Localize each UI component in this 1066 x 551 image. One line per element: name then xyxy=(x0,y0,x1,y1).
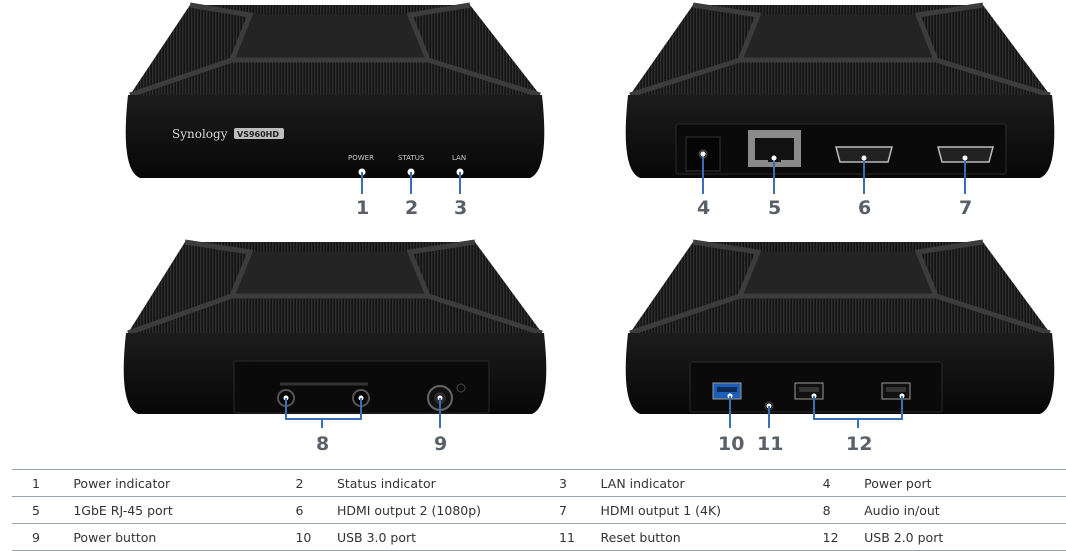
legend-label: LAN indicator xyxy=(600,469,803,497)
callout-number-7: 7 xyxy=(959,197,972,219)
device-front-face xyxy=(125,95,545,178)
callout-number-9: 9 xyxy=(434,433,447,455)
legend-label: USB 2.0 port xyxy=(864,523,1066,551)
legend-number: 4 xyxy=(802,469,865,497)
model-badge xyxy=(234,128,284,139)
callout-number-11: 11 xyxy=(757,433,783,455)
legend-label: Power indicator xyxy=(73,469,276,497)
callout-number-8: 8 xyxy=(316,433,329,455)
legend-number: 9 xyxy=(12,523,74,551)
model-label: VS960HD xyxy=(237,130,279,139)
lan-indicator-label: LAN xyxy=(452,154,466,162)
legend-label: Power button xyxy=(73,523,276,551)
legend-number: 6 xyxy=(275,496,337,524)
legend-number: 10 xyxy=(275,523,337,551)
legend-number: 2 xyxy=(275,469,337,497)
power-indicator-label: POWER xyxy=(348,154,374,162)
hdmi-port-1-icon xyxy=(937,146,994,163)
device-left-side-view: 8 9 xyxy=(123,239,547,455)
usb2-port-2-icon xyxy=(881,382,911,400)
hdmi-port-2-icon xyxy=(835,146,893,163)
callout-number-10: 10 xyxy=(718,433,744,455)
callout-number-1: 1 xyxy=(356,197,369,219)
device-right-side-view: 10 11 12 xyxy=(625,239,1055,455)
callout-dot-6 xyxy=(861,155,867,161)
status-indicator-label: STATUS xyxy=(398,154,425,162)
legend-label: Status indicator xyxy=(336,469,540,497)
callout-number-2: 2 xyxy=(405,197,418,219)
callout-number-6: 6 xyxy=(858,197,871,219)
legend-label: Power port xyxy=(864,469,1066,497)
legend-label: Reset button xyxy=(600,523,803,551)
legend-label: HDMI output 1 (4K) xyxy=(600,496,803,524)
brand-logo: Synology xyxy=(172,127,228,141)
callout-dot-5 xyxy=(771,155,777,161)
callout-dot-4 xyxy=(700,151,706,157)
legend-label: HDMI output 2 (1080p) xyxy=(336,496,540,524)
callout-dot-7 xyxy=(962,155,968,161)
device-top-surface xyxy=(629,239,1051,336)
legend-number: 12 xyxy=(802,523,865,551)
device-top-surface xyxy=(629,2,1051,98)
legend-number: 7 xyxy=(539,496,601,524)
device-top-surface xyxy=(129,2,541,98)
legend-number: 11 xyxy=(539,523,601,551)
callout-number-5: 5 xyxy=(768,197,781,219)
callout-number-3: 3 xyxy=(454,197,467,219)
legend-number: 3 xyxy=(539,469,601,497)
legend-number: 5 xyxy=(12,496,74,524)
usb2-port-1-icon xyxy=(794,382,824,400)
legend-row: 1 Power indicator 2 Status indicator 3 L… xyxy=(12,469,1066,497)
callout-bracket-8 xyxy=(285,398,362,420)
device-back-view: 4 5 6 7 xyxy=(625,2,1055,219)
device-top-surface xyxy=(127,239,543,336)
callout-number-4: 4 xyxy=(697,197,710,219)
legend-row: 9 Power button 10 USB 3.0 port 11 Reset … xyxy=(12,523,1066,551)
legend-row: 5 1GbE RJ-45 port 6 HDMI output 2 (1080p… xyxy=(12,496,1066,524)
usb3-port-icon xyxy=(712,382,742,400)
legend-label: Audio in/out xyxy=(864,496,1066,524)
component-legend-table: 1 Power indicator 2 Status indicator 3 L… xyxy=(12,469,1066,551)
callout-number-12: 12 xyxy=(846,433,872,455)
legend-label: 1GbE RJ-45 port xyxy=(73,496,276,524)
legend-label: USB 3.0 port xyxy=(336,523,540,551)
legend-number: 1 xyxy=(12,469,74,497)
legend-number: 8 xyxy=(802,496,865,524)
device-front-view: Synology VS960HD POWER STATUS LAN 1 2 3 xyxy=(125,2,545,219)
